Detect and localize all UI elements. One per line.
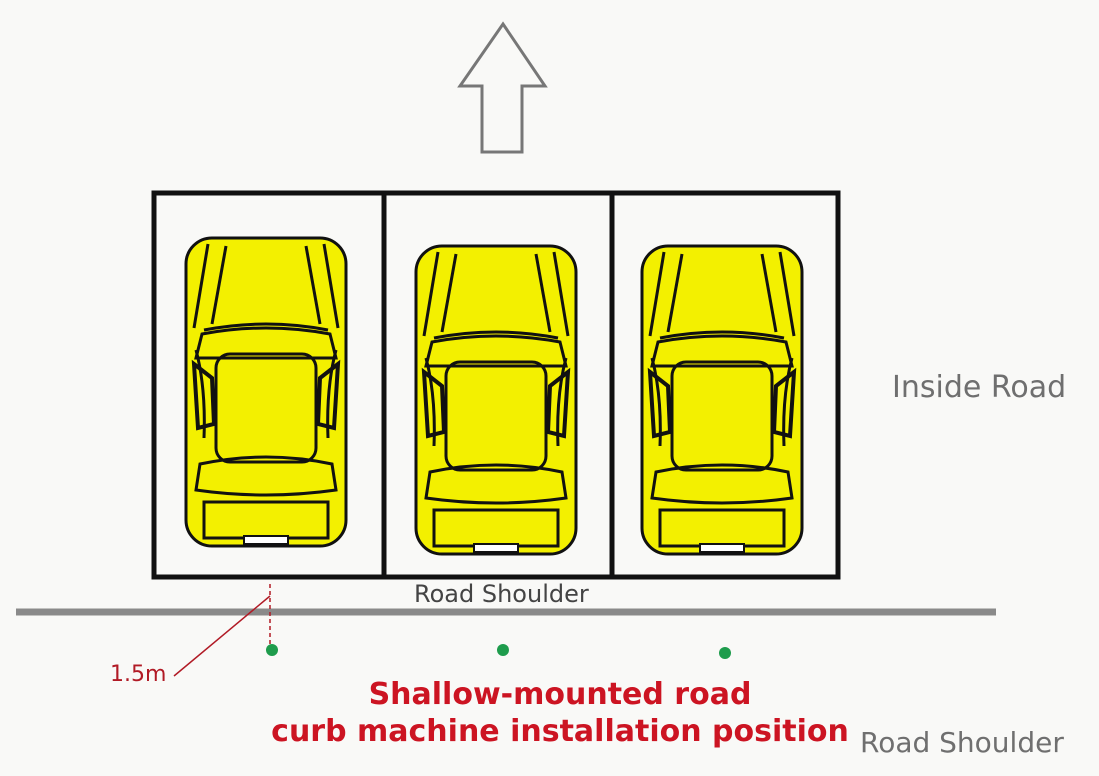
distance-leader-line: [173, 595, 271, 677]
parking-space-3: [609, 190, 841, 580]
install-marker-1: [266, 644, 278, 656]
distance-label: 1.5m: [110, 662, 167, 687]
road-shoulder-label: Road Shoulder: [414, 580, 589, 608]
installation-position-caption: Shallow-mounted road curb machine instal…: [271, 676, 849, 750]
car-1: [184, 236, 348, 548]
inside-road-label: Inside Road: [892, 370, 1067, 405]
car-3: [640, 244, 804, 556]
road-shoulder-bottom-label: Road Shoulder: [860, 726, 1064, 759]
install-marker-2: [497, 644, 509, 656]
car-2: [414, 244, 578, 556]
direction-arrow: [457, 21, 548, 154]
install-caption-line-1: Shallow-mounted road: [368, 677, 752, 712]
install-marker-3: [719, 647, 731, 659]
install-caption-line-2: curb machine installation position: [271, 714, 849, 749]
